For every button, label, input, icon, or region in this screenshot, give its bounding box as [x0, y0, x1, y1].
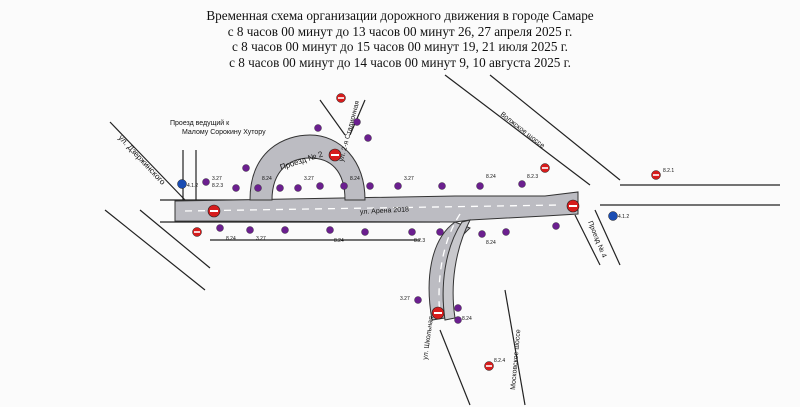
- street-label-arena: ул. Арена 2018: [360, 206, 409, 216]
- sign-code-label: 3.27: [212, 176, 222, 182]
- no-stopping-icon: [254, 184, 262, 192]
- mandatory-signs: [177, 179, 618, 221]
- no-stopping-icon: [281, 226, 289, 234]
- no-stopping-icon: [394, 182, 402, 190]
- street-label-proezd-4: Проезд № 4: [586, 220, 607, 259]
- no-stopping-icon: [316, 182, 324, 190]
- no-stopping-icon: [454, 304, 462, 312]
- no-stopping-icon: [364, 134, 372, 142]
- no-stopping-icon: [216, 224, 224, 232]
- sign-plates: 3.27 8.2.3 8.24 3.27 8.24 3.27 8.24 8.2.…: [187, 168, 674, 364]
- sign-code-label: 4.1.2: [187, 183, 198, 189]
- no-entry-icon: [328, 148, 342, 162]
- sign-code-label: 8.2.3: [414, 238, 425, 244]
- sign-code-label: 8.2.3: [212, 183, 223, 189]
- no-stopping-icon: [246, 226, 254, 234]
- no-stopping-icon: [242, 164, 250, 172]
- mandatory-direction-icon: [608, 211, 618, 221]
- no-entry-icon: [651, 170, 661, 180]
- sign-code-label: 3.27: [400, 296, 410, 302]
- no-stopping-icon: [353, 118, 361, 126]
- no-stopping-icon: [476, 182, 484, 190]
- no-entry-icon: [192, 227, 202, 237]
- no-stopping-icon: [502, 228, 510, 236]
- no-stopping-icon: [232, 184, 240, 192]
- no-stopping-icon: [552, 222, 560, 230]
- no-stopping-icon: [454, 316, 462, 324]
- sign-code-label: 8.2.4: [494, 358, 505, 364]
- street-label-proezd-line1: Проезд ведущий к: [170, 119, 230, 127]
- scheme-title: Временная схема организации дорожного дв…: [0, 8, 800, 70]
- street-label-shkolnaya: ул. Школьная: [422, 316, 435, 361]
- no-stopping-icon: [478, 230, 486, 238]
- title-line-3: с 8 часов 00 минут до 15 часов 00 минут …: [232, 39, 568, 54]
- no-entry-icon: [484, 361, 494, 371]
- no-stopping-icon: [436, 228, 444, 236]
- no-entry-icon: [336, 93, 346, 103]
- street-label-proezd-line2: Малому Сорокину Хутору: [182, 129, 266, 136]
- sign-code-label: 8.24: [350, 176, 360, 182]
- sign-code-label: 3.27: [304, 176, 314, 182]
- title-line-2: с 8 часов 00 минут до 13 часов 00 минут …: [227, 23, 573, 39]
- sign-code-label: 8.2.3: [527, 174, 538, 180]
- no-stopping-icon: [326, 226, 334, 234]
- no-entry-icon: [431, 306, 445, 320]
- sign-code-label: 3.27: [404, 176, 414, 182]
- sign-code-label: 8.24: [486, 240, 496, 246]
- no-entry-icon: [207, 204, 221, 218]
- street-label-volzhskoe: Волжское шоссе: [499, 111, 546, 150]
- sign-code-label: 4.1.2: [618, 214, 629, 220]
- no-entry-icon: [540, 163, 550, 173]
- no-stopping-icon: [408, 228, 416, 236]
- sign-code-label: 8.24: [486, 174, 496, 180]
- no-stopping-icon: [518, 180, 526, 188]
- street-labels: ул. Дзержинского Проезд ведущий к Малому…: [117, 100, 608, 390]
- sign-code-label: 8.2.1: [663, 168, 674, 174]
- sign-code-label: 3.27: [256, 236, 266, 242]
- no-stopping-icon: [340, 182, 348, 190]
- no-stopping-icon: [414, 296, 422, 304]
- no-stopping-icon: [366, 182, 374, 190]
- sign-code-label: 8.24: [462, 316, 472, 322]
- mandatory-direction-icon: [177, 179, 187, 189]
- sign-code-label: 8.24: [226, 236, 236, 242]
- no-stopping-icon: [294, 184, 302, 192]
- street-label-dzerzhinskogo: ул. Дзержинского: [117, 133, 168, 187]
- sign-code-label: 8.24: [262, 176, 272, 182]
- no-stopping-icon: [438, 182, 446, 190]
- title-line-4: с 8 часов 00 минут до 14 часов 00 минут …: [229, 54, 571, 70]
- no-stopping-signs: [202, 118, 560, 324]
- no-stopping-icon: [276, 184, 284, 192]
- no-stopping-icon: [314, 124, 322, 132]
- no-stopping-icon: [202, 178, 210, 186]
- closed-road-area: [174, 134, 579, 321]
- title-line-1: Временная схема организации дорожного дв…: [206, 8, 594, 23]
- no-stopping-icon: [361, 228, 369, 236]
- no-entry-icon: [566, 199, 580, 213]
- no-entry-signs: [192, 93, 661, 371]
- sign-code-label: 8.24: [334, 238, 344, 244]
